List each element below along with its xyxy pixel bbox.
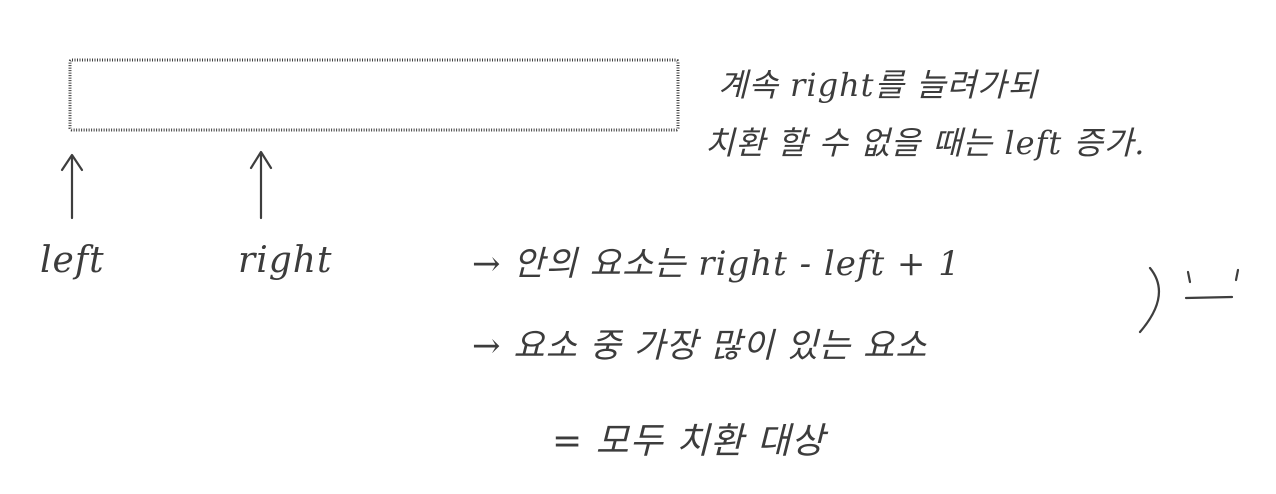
blank-placeholder-mark bbox=[1184, 268, 1240, 300]
note-line-2: 치환 할 수 없을 때는 left 증가. bbox=[705, 124, 1146, 162]
right-pointer-arrow bbox=[249, 150, 273, 220]
step-most-frequent: → 요소 중 가장 많이 있는 요소 bbox=[472, 326, 928, 366]
right-label: right bbox=[238, 240, 333, 281]
array-box bbox=[68, 58, 680, 132]
step-result: = 모두 치환 대상 bbox=[552, 421, 826, 462]
step-window-size: → 안의 요소는 right - left + 1 bbox=[472, 244, 961, 284]
left-label: left bbox=[40, 240, 105, 281]
note-line-1: 계속 right를 늘려가되 bbox=[718, 66, 1038, 104]
left-pointer-arrow bbox=[60, 153, 84, 220]
bracket-curve bbox=[1138, 266, 1160, 334]
